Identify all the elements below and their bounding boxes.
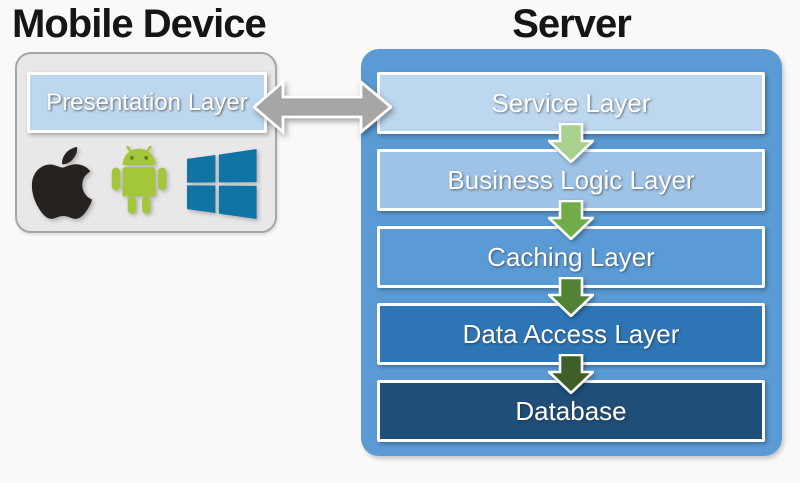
down-arrow-icon-2 [548, 200, 594, 240]
apple-icon-shape [31, 147, 93, 219]
double-arrow-icon [253, 79, 392, 135]
apple-icon [31, 147, 93, 219]
android-icon [111, 145, 167, 214]
down-arrow-icon-3 [548, 277, 594, 317]
presentation-layer-box: Presentation Layer [27, 72, 267, 133]
down-arrow-icon-4 [548, 354, 594, 394]
windows-icon [187, 149, 257, 219]
windows-icon-shape [187, 149, 257, 219]
android-icon-eyes [129, 155, 149, 160]
android-icon-antennae [126, 145, 152, 155]
mobile-device-title: Mobile Device [12, 2, 267, 46]
server-title: Server [512, 2, 632, 46]
down-arrow-icon-1 [548, 123, 594, 163]
android-icon-shape [111, 148, 167, 214]
